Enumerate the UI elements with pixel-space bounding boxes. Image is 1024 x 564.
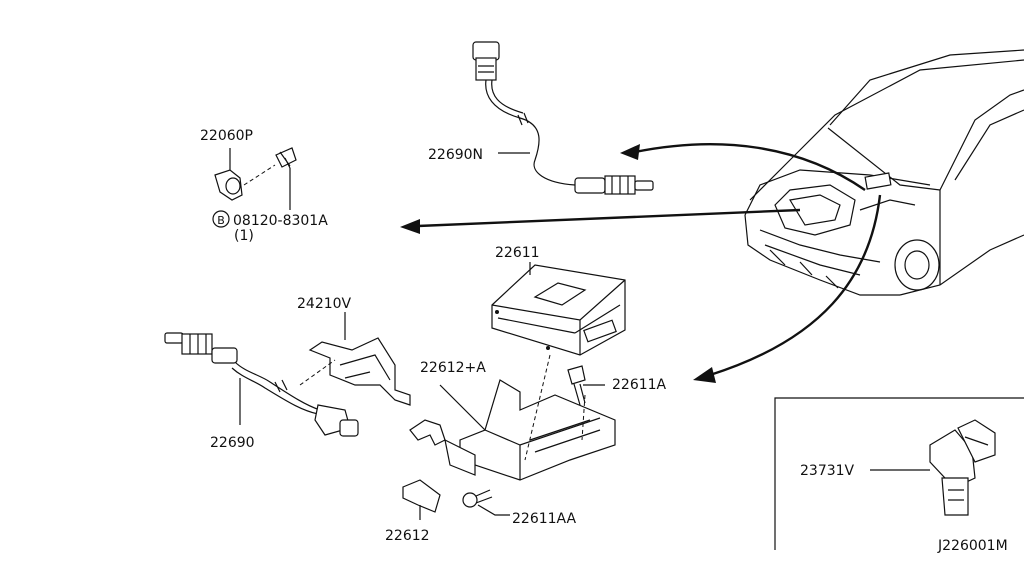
car-illustration xyxy=(744,49,1024,296)
label-bolt-qty: (1) xyxy=(234,228,254,244)
label-24210v: 24210V xyxy=(297,296,352,312)
diagram-id: J226001M xyxy=(937,538,1008,554)
label-22690n: 22690N xyxy=(428,147,483,163)
ecm-22611 xyxy=(491,262,626,356)
pointer-arrows xyxy=(400,143,882,383)
label-b-symbol: B xyxy=(217,214,225,227)
clip-22612 xyxy=(402,479,441,520)
label-22690: 22690 xyxy=(210,435,255,451)
o2-sensor-22690 xyxy=(164,332,359,437)
label-22611: 22611 xyxy=(495,245,540,261)
arrow-head-cam-sensor xyxy=(400,219,420,234)
label-bolt-08120: 08120-8301A xyxy=(233,213,328,229)
label-22611aa: 22611AA xyxy=(512,511,577,527)
label-22612a: 22612+A xyxy=(420,360,486,376)
bracket-22612a xyxy=(409,354,616,481)
label-22060p: 22060P xyxy=(200,128,253,144)
label-22612: 22612 xyxy=(385,528,430,544)
label-22611a: 22611A xyxy=(612,377,667,393)
o2-sensor-22690n xyxy=(472,41,654,195)
label-23731v: 23731V xyxy=(800,463,855,479)
bracket-24210v xyxy=(299,312,411,406)
inset-23731v xyxy=(774,397,1024,550)
bolt-22611a xyxy=(567,365,605,406)
bolt-22611aa xyxy=(462,489,510,516)
arrow-head-o2-sensor xyxy=(620,144,640,160)
cam-sensor-22060p xyxy=(214,147,297,210)
arrow-head-ecm xyxy=(693,367,716,383)
b-symbol xyxy=(212,210,230,228)
